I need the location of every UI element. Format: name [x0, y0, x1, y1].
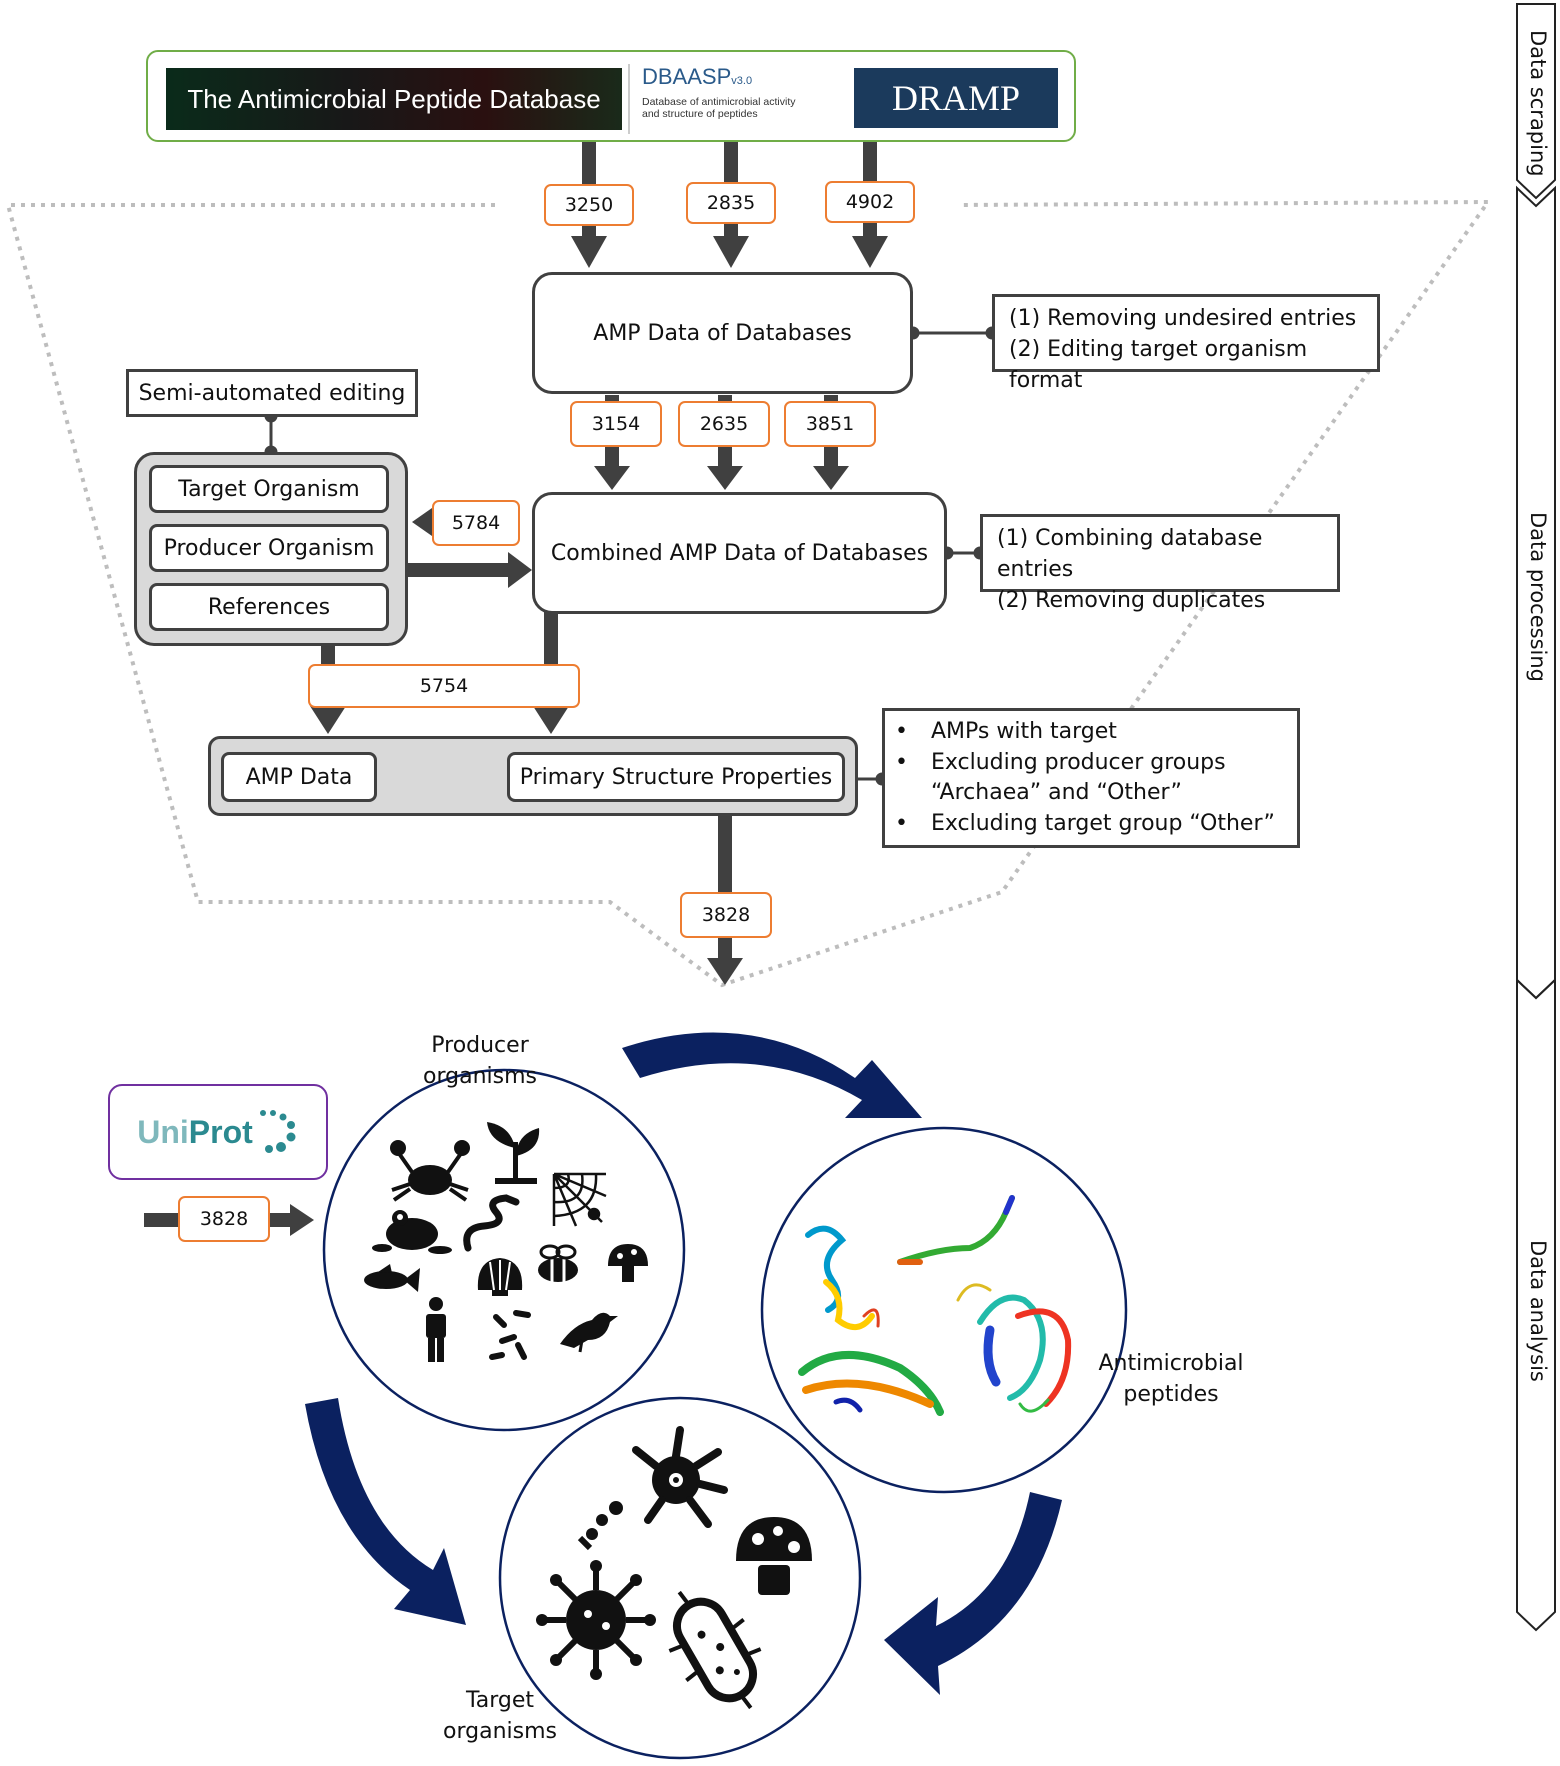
producer-icons: [364, 1122, 648, 1362]
references-label: References: [207, 594, 331, 620]
stage-arrow-analysis: [1516, 977, 1556, 1632]
target-icons: [536, 1426, 812, 1710]
target-organism-label: Target Organism: [178, 476, 360, 502]
references-field[interactable]: References: [149, 583, 389, 631]
plant-icon: [487, 1122, 540, 1184]
step1-note-a: (1) Removing undesired entries: [1009, 306, 1357, 331]
cycle-arrow-top: [622, 1032, 922, 1118]
count-final: 3828: [680, 892, 772, 938]
filter-notes: •AMPs with target •Excluding producer gr…: [882, 708, 1300, 848]
step2-note-b: (2) Removing duplicates: [997, 588, 1266, 613]
dramp-logo[interactable]: DRAMP: [854, 68, 1058, 128]
semi-automated-editing-label: Semi-automated editing: [138, 380, 406, 406]
combined-amp-data-box: Combined AMP Data of Databases: [532, 492, 947, 614]
human-icon: [426, 1297, 446, 1362]
amp-properties-group: AMP Data Primary Structure Properties: [208, 736, 858, 816]
count-uniprot: 3828: [178, 1196, 270, 1242]
dbaasp-desc-1: Database of antimicrobial activity: [642, 96, 796, 108]
count-filtered-apd: 3154: [570, 401, 662, 447]
step1-notes: (1) Removing undesired entries (2) Editi…: [992, 294, 1380, 393]
mushroom-icon: [736, 1517, 812, 1595]
uniprot-uni: Uni: [137, 1113, 189, 1150]
bacteria-icon: [489, 1310, 531, 1360]
antimicrobial-peptides-label: Antimicrobial peptides: [1098, 1351, 1244, 1407]
spider-web-icon: [552, 1172, 607, 1227]
shell-icon: [477, 1258, 523, 1296]
amp-data-of-databases-label: AMP Data of Databases: [593, 320, 852, 346]
primary-structure-field[interactable]: Primary Structure Properties: [507, 752, 845, 802]
stage-label-analysis: Data analysis: [1526, 1240, 1550, 1382]
bacillus-icon: [668, 1590, 762, 1710]
cycle-arrow-right: [884, 1492, 1062, 1695]
fish-icon: [364, 1264, 420, 1292]
semi-automated-editing-box: Semi-automated editing: [126, 369, 418, 417]
editing-fields-group: Target Organism Producer Organism Refere…: [134, 452, 408, 646]
bee-icon: [538, 1244, 578, 1282]
snake-icon: [463, 1194, 520, 1252]
count-scrape-dramp: 4902: [825, 181, 915, 223]
producer-organism-field[interactable]: Producer Organism: [149, 524, 389, 572]
processing-funnel-outline: [5, 199, 1492, 988]
primary-structure-label: Primary Structure Properties: [519, 764, 833, 790]
apd-title: The Antimicrobial Peptide Database: [187, 83, 601, 114]
apd-banner[interactable]: The Antimicrobial Peptide Database: [166, 68, 622, 130]
combined-amp-data-label: Combined AMP Data of Databases: [550, 540, 929, 566]
filter-note-1: AMPs with target: [931, 719, 1117, 744]
amp-data-field[interactable]: AMP Data: [221, 752, 377, 802]
amp-data-label: AMP Data: [245, 764, 353, 790]
filter-note-2b: “Archaea” and “Other”: [931, 780, 1182, 805]
target-circle: [498, 1396, 862, 1760]
amp-circle: [760, 1126, 1128, 1494]
dbaasp-logo[interactable]: DBAASPv3.0 Database of antimicrobial act…: [628, 64, 828, 134]
dbaasp-version: v3.0: [731, 75, 753, 87]
stage-label-processing: Data processing: [1526, 512, 1550, 682]
producer-circle: [322, 1068, 686, 1432]
cycle-arrow-left: [305, 1398, 466, 1625]
cycle-arrows: [305, 1032, 1062, 1695]
uniprot-prot: Prot: [188, 1113, 253, 1150]
count-to-editing: 5784: [432, 500, 520, 546]
step2-notes: (1) Combining database entries (2) Remov…: [980, 514, 1340, 613]
virus-icon: [536, 1560, 656, 1680]
step1-note-b: (2) Editing target organism format: [1009, 337, 1308, 393]
dbaasp-name: DBAASP: [642, 64, 732, 89]
source-databases-panel: The Antimicrobial Peptide Database DBAAS…: [146, 50, 1076, 142]
mushroom-icon: [608, 1244, 648, 1282]
dbaasp-desc-2: and structure of peptides: [642, 108, 758, 120]
stage-arrow-scraping: [1516, 3, 1556, 200]
fungal-cell-icon: [577, 1426, 728, 1551]
stage-label-scraping: Data scraping: [1526, 30, 1550, 177]
count-edited: 5754: [308, 664, 580, 708]
producer-organisms-label: Producer organisms: [423, 1033, 537, 1089]
step2-note-a: (1) Combining database entries: [997, 526, 1263, 582]
bird-icon: [560, 1312, 618, 1353]
producer-organism-label: Producer Organism: [163, 535, 375, 561]
uniprot-dots-icon: [259, 1110, 296, 1153]
target-organism-field[interactable]: Target Organism: [149, 465, 389, 513]
crab-icon: [390, 1140, 470, 1202]
target-organisms-label: Target organisms: [443, 1688, 557, 1744]
filter-note-3: Excluding target group “Other”: [931, 810, 1275, 836]
count-filtered-dramp: 3851: [784, 401, 876, 447]
count-filtered-dbaasp: 2635: [678, 401, 770, 447]
dramp-name: DRAMP: [891, 78, 1021, 118]
count-scrape-dbaasp: 2835: [686, 182, 776, 224]
protein-structure-icon: [798, 1195, 1072, 1416]
filter-note-2a: Excluding producer groups: [931, 749, 1226, 775]
count-scrape-apd: 3250: [544, 184, 634, 226]
frog-icon: [372, 1210, 452, 1254]
amp-data-of-databases-box: AMP Data of Databases: [532, 272, 913, 394]
